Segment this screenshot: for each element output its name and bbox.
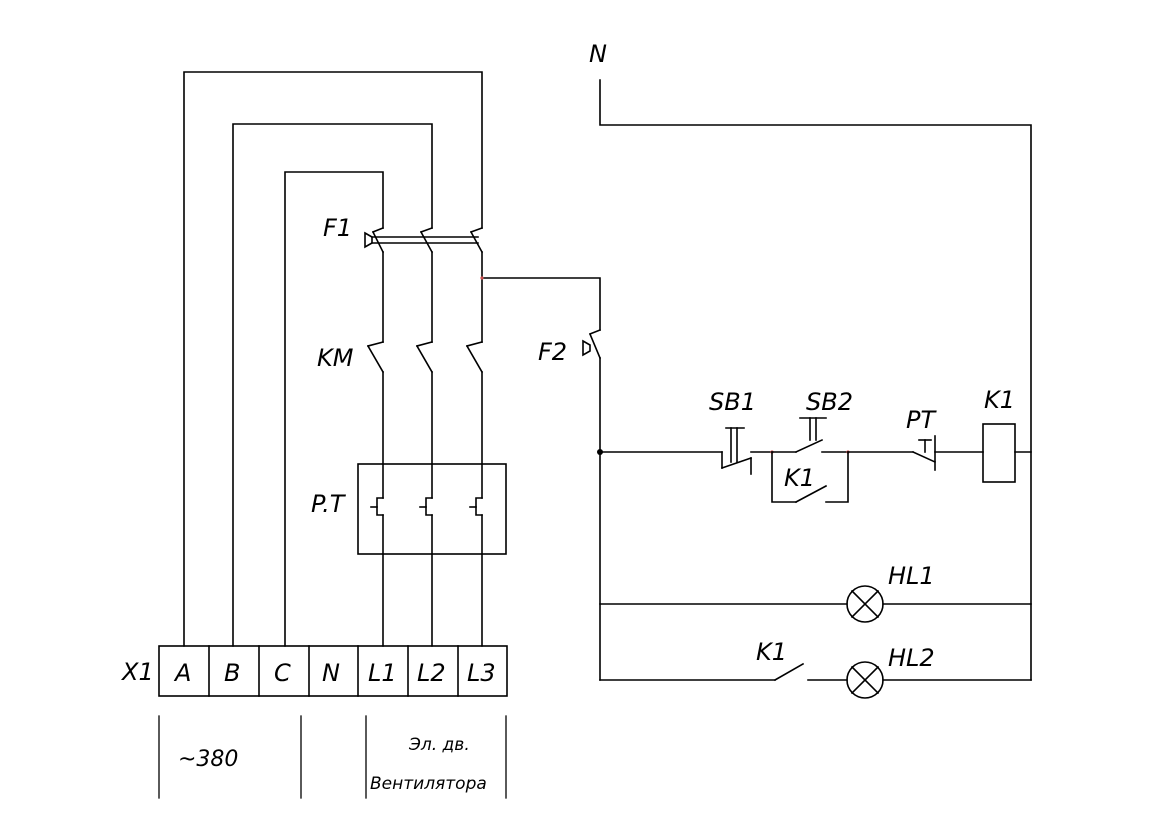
label-sb1: SB1 bbox=[709, 388, 756, 416]
group-separators bbox=[158, 715, 507, 799]
thermal-contact-pt bbox=[911, 435, 984, 471]
wire-neutral bbox=[599, 79, 1032, 681]
button-sb2 bbox=[771, 417, 849, 454]
label-km: KM bbox=[317, 344, 354, 372]
label-k1-lamp: K1 bbox=[756, 638, 787, 666]
label-hl1: HL1 bbox=[888, 562, 935, 590]
terminal-block-x1 bbox=[158, 645, 508, 697]
supply-wire-a bbox=[183, 71, 483, 647]
label-k1-holding: K1 bbox=[784, 464, 815, 492]
annotation-motor-line2: Вентилятора bbox=[370, 774, 487, 794]
terminal-l1: L1 bbox=[368, 659, 397, 687]
label-sb2: SB2 bbox=[806, 388, 853, 416]
terminal-l2: L2 bbox=[417, 659, 446, 687]
label-f2: F2 bbox=[538, 338, 567, 366]
branch-hl1 bbox=[599, 585, 1032, 623]
supply-wire-b bbox=[232, 123, 433, 647]
breaker-f1 bbox=[364, 226, 484, 254]
coil-k1 bbox=[982, 423, 1032, 483]
label-pt-ctrl: PT bbox=[906, 406, 937, 434]
branch-hl2 bbox=[599, 661, 1032, 699]
terminal-b: B bbox=[224, 659, 240, 687]
contactor-km bbox=[366, 341, 484, 374]
junction-mark bbox=[480, 276, 484, 280]
label-f1: F1 bbox=[323, 214, 352, 242]
annotation-motor-line1: Эл. дв. bbox=[408, 735, 470, 755]
wire-control-tap bbox=[481, 277, 601, 331]
label-pt-main: P.T bbox=[311, 490, 347, 518]
annotation-supply: ~380 bbox=[178, 747, 238, 772]
fuse-f2 bbox=[582, 328, 602, 453]
supply-wire-c bbox=[284, 171, 384, 647]
terminal-c: C bbox=[274, 659, 291, 687]
label-x1: X1 bbox=[120, 658, 154, 686]
terminal-l3: L3 bbox=[467, 659, 496, 687]
label-n: N bbox=[589, 40, 607, 68]
terminal-a: A bbox=[173, 659, 191, 687]
contact-k1-holding bbox=[771, 451, 849, 504]
label-hl2: HL2 bbox=[888, 644, 935, 672]
label-k1-coil: K1 bbox=[984, 386, 1015, 414]
terminal-n: N bbox=[322, 659, 340, 687]
button-sb1 bbox=[720, 427, 773, 475]
